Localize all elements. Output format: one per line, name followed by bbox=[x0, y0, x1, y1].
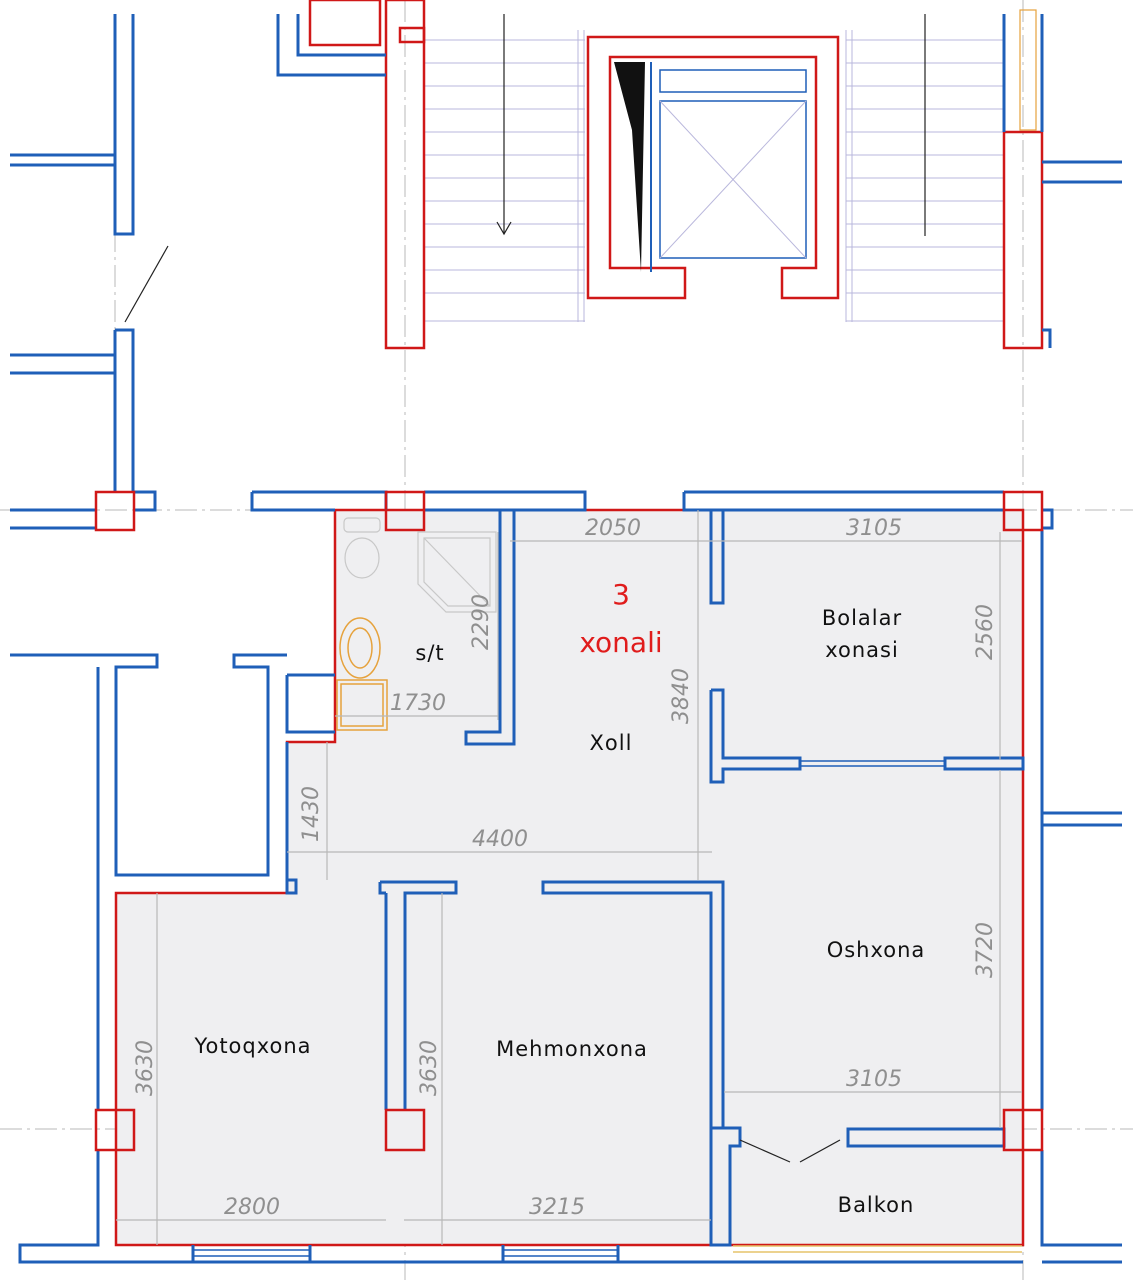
room-label-children-2: xonasi bbox=[825, 638, 899, 662]
dim-kitchen-width: 3105 bbox=[846, 1067, 902, 1092]
apartment-outline bbox=[114, 508, 1025, 1247]
dim-corridor-depth: 1430 bbox=[299, 786, 324, 842]
room-label-living: Mehmonxona bbox=[496, 1037, 648, 1061]
dim-children-depth: 2560 bbox=[973, 604, 998, 660]
dim-living-width: 3215 bbox=[529, 1195, 585, 1220]
apartment-walls bbox=[10, 490, 1122, 1264]
structural-columns bbox=[94, 490, 1044, 1152]
dim-kitchen-depth: 3720 bbox=[973, 922, 998, 978]
stair-left bbox=[425, 14, 585, 322]
dim-hall-width: 4400 bbox=[472, 827, 528, 852]
dim-bathroom-depth: 2290 bbox=[469, 594, 494, 650]
dim-hall-depth: 3840 bbox=[669, 668, 694, 724]
room-label-hall: Xoll bbox=[590, 731, 633, 755]
plan-title-text: xonali bbox=[579, 626, 662, 659]
upper-structure bbox=[10, 0, 1122, 492]
plan-title-number: 3 bbox=[612, 578, 630, 611]
stair-right bbox=[845, 14, 1004, 322]
room-label-bathroom: s/t bbox=[415, 641, 444, 665]
room-label-kitchen: Oshxona bbox=[827, 938, 926, 962]
dim-bathroom-width: 1730 bbox=[390, 691, 446, 716]
dim-children-top-width: 3105 bbox=[846, 516, 902, 541]
dim-bedroom-width: 2800 bbox=[224, 1195, 280, 1220]
bathroom-fixtures bbox=[336, 517, 497, 731]
room-label-bedroom: Yotoqxona bbox=[193, 1034, 311, 1058]
room-label-children-1: Bolalar bbox=[822, 606, 902, 630]
dimension-lines bbox=[116, 510, 1022, 1245]
elevator-shaft bbox=[586, 35, 840, 300]
dim-hall-top-width: 2050 bbox=[585, 516, 641, 541]
dim-bedroom-depth: 3630 bbox=[133, 1040, 158, 1096]
balcony-glazing bbox=[733, 1245, 1022, 1253]
room-label-balcony: Balkon bbox=[838, 1193, 915, 1217]
dim-living-depth: 3630 bbox=[417, 1040, 442, 1096]
